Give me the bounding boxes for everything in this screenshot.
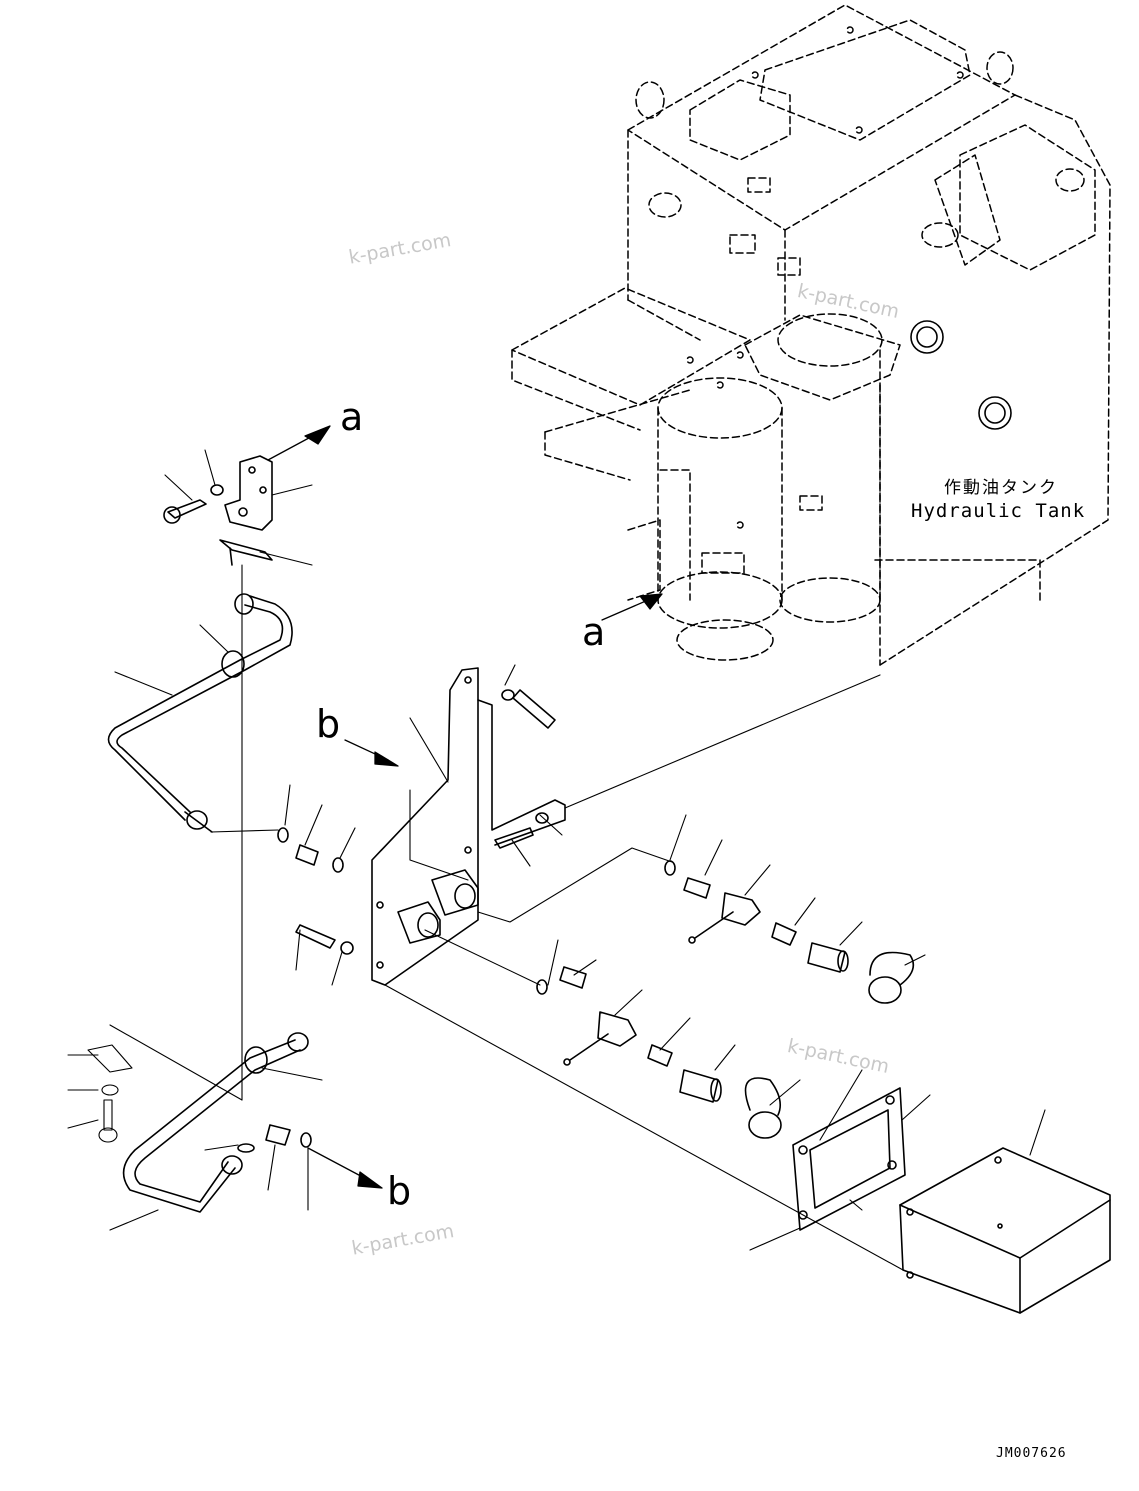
callout-b-lower: b [387, 1169, 412, 1213]
tank-label-english: Hydraulic Tank [911, 500, 1086, 522]
filter-cylinders [657, 313, 883, 661]
callout-b-bracket: b [316, 702, 341, 746]
callout-a-tank: a [582, 610, 606, 654]
lower-hydraulic-pipe [122, 1032, 309, 1213]
mounting-plate [371, 667, 566, 986]
fittings [237, 689, 915, 1153]
tank-label-japanese: 作動油タンク [944, 478, 1058, 498]
tank-ports [910, 320, 1012, 430]
leader-lines [67, 449, 1046, 1271]
hydraulic-tank [511, 4, 1111, 666]
reference-arrows [267, 425, 663, 1189]
callout-a-upper: a [340, 395, 364, 439]
drawing-code: JM007626 [996, 1446, 1067, 1461]
upper-bracket [163, 455, 273, 566]
cover-assembly [792, 1087, 1111, 1314]
upper-hydraulic-pipe [107, 593, 293, 833]
